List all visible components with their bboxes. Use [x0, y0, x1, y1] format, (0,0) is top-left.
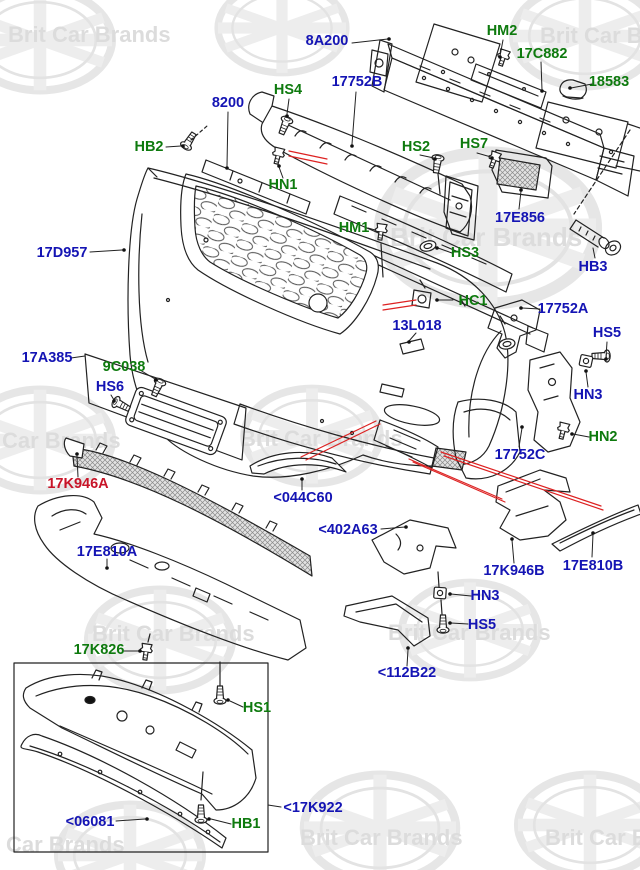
part-label-HC1: HC1 [458, 293, 488, 309]
part-label-HS6: HS6 [95, 379, 125, 395]
part-label-9C038: 9C038 [102, 359, 146, 375]
part-label-HN3-right: HN3 [573, 387, 603, 403]
part-label-17E856: 17E856 [495, 210, 545, 226]
part-label-HN1: HN1 [268, 177, 298, 193]
part-label-06081: <06081 [65, 814, 115, 830]
part-label-HS1: HS1 [242, 700, 272, 716]
part-label-HB1: HB1 [231, 816, 261, 832]
part-label-HM1: HM1 [338, 220, 370, 236]
part-17E810A-undertray [34, 495, 307, 661]
part-112B22-strut [343, 595, 431, 647]
bottom-box-assembly [13, 661, 269, 853]
part-label-17752B: 17752B [331, 74, 383, 90]
fasteners [109, 114, 611, 824]
part-17E856-mesh [491, 149, 553, 199]
part-label-044C60: <044C60 [273, 490, 333, 506]
part-label-8200: 8200 [211, 95, 245, 111]
svg-text:Brit Car Brands: Brit Car Brands [545, 825, 640, 850]
part-17K946B-bezel [495, 469, 571, 541]
svg-text:Brit Car Brands: Brit Car Brands [92, 621, 255, 646]
svg-text:Brit Car Brands: Brit Car Brands [0, 428, 121, 453]
part-17K946A-mesh-band [63, 437, 313, 577]
part-label-HS5-right: HS5 [592, 325, 622, 341]
part-label-17A385: 17A385 [21, 350, 73, 366]
part-label-8A200: 8A200 [305, 33, 349, 49]
part-label-17752A: 17752A [537, 301, 589, 317]
part-label-HB3: HB3 [578, 259, 608, 275]
part-label-HS4: HS4 [273, 82, 303, 98]
part-label-HS3: HS3 [450, 245, 480, 261]
svg-text:Brit Car Brands: Brit Car Brands [388, 620, 551, 645]
part-label-HS7: HS7 [459, 136, 489, 152]
part-18583 [559, 79, 587, 100]
part-label-HN2: HN2 [588, 429, 618, 445]
part-label-17K922: <17K922 [283, 800, 343, 816]
part-label-402A63: <402A63 [318, 522, 378, 538]
part-label-HM2: HM2 [486, 23, 518, 39]
part-label-112B22: <112B22 [377, 665, 437, 681]
part-044C60-strip [249, 451, 347, 475]
watermark-text: Brit Car Brands [8, 22, 171, 47]
part-label-17752C: 17752C [494, 447, 546, 463]
part-17752B-absorber [248, 91, 479, 241]
leader-lines [70, 38, 608, 825]
part-17D957-bumper-cover [127, 167, 509, 478]
part-label-17K946A: 17K946A [47, 476, 109, 492]
part-label-HB2: HB2 [134, 139, 164, 155]
svg-text:Brit Car Brands: Brit Car Brands [0, 832, 125, 857]
part-402A63-bracket [371, 519, 457, 615]
part-label-13L018: 13L018 [392, 318, 442, 334]
svg-text:Brit Car Brands: Brit Car Brands [300, 825, 463, 850]
leader-dots [75, 37, 608, 821]
part-label-17E810B: 17E810B [562, 558, 624, 574]
part-label-17K946B: 17K946B [483, 563, 545, 579]
crash-beam-assembly [369, 23, 640, 197]
part-label-17D957: 17D957 [36, 245, 88, 261]
part-label-17K826: 17K826 [73, 642, 125, 658]
part-17E810B-blade [551, 504, 640, 552]
part-label-HS2: HS2 [401, 139, 431, 155]
part-label-17C882: 17C882 [516, 46, 568, 62]
part-8200-grille [180, 159, 379, 335]
part-17C882 [470, 63, 547, 109]
part-17A385-box [84, 353, 247, 461]
part-label-17E810A: 17E810A [76, 544, 138, 560]
svg-text:Brit Car Brands: Brit Car Brands [540, 23, 640, 48]
part-label-18583: 18583 [588, 74, 630, 90]
red-reference-lines [288, 150, 604, 511]
part-label-HS5-bottom: HS5 [467, 617, 497, 633]
svg-text:Brit Car Brands: Brit Car Brands [390, 222, 582, 252]
part-label-HN3-bottom: HN3 [470, 588, 500, 604]
fastener-HB3-bolt [569, 129, 631, 256]
